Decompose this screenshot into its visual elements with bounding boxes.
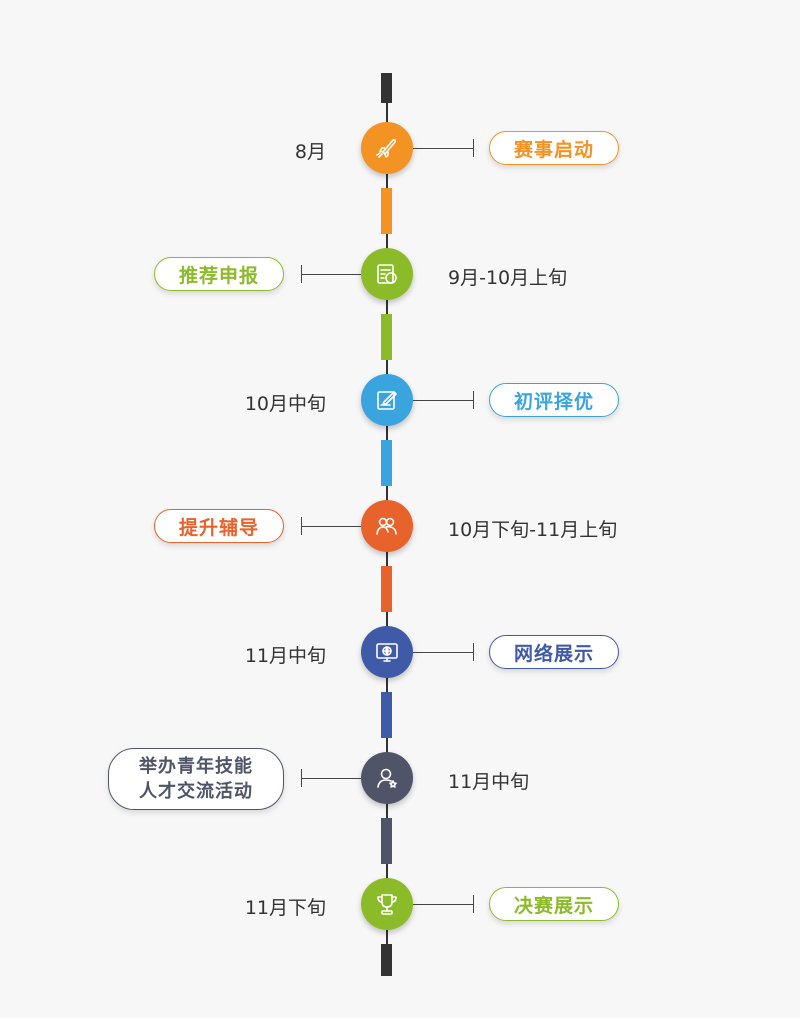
axis-segment-4 (381, 566, 392, 612)
axis-segment-6 (381, 818, 392, 864)
axis-segment-1 (381, 188, 392, 234)
step-date-7: 11月下旬 (244, 897, 326, 919)
step-label-5: 网络展示 (489, 635, 619, 669)
axis-segment-2 (381, 314, 392, 360)
connector-line-5 (413, 652, 473, 653)
connector-tick-6 (301, 769, 302, 787)
step-node-1 (361, 122, 413, 174)
step-date-3: 10月中旬 (244, 393, 326, 415)
connector-tick-5 (473, 643, 474, 661)
step-date-6: 11月中旬 (448, 771, 530, 793)
step-label-2: 推荐申报 (154, 257, 284, 291)
connector-tick-7 (473, 895, 474, 913)
rocket-icon (376, 138, 397, 158)
connector-line-7 (413, 904, 473, 905)
step-node-6 (361, 752, 413, 804)
edit-icon (377, 391, 397, 410)
step-date-2: 9月-10月上旬 (448, 267, 568, 289)
step-node-4 (361, 500, 413, 552)
step-date-4: 10月下旬-11月上旬 (448, 519, 618, 541)
step-label-6: 举办青年技能 人才交流活动 (108, 748, 284, 810)
step-date-1: 8月 (294, 141, 326, 163)
connector-tick-1 (473, 139, 474, 157)
step-node-5 (361, 626, 413, 678)
connector-line-2 (301, 274, 361, 275)
step-node-2 (361, 248, 413, 300)
document-icon (377, 264, 397, 284)
step-date-5: 11月中旬 (244, 645, 326, 667)
step-label-1: 赛事启动 (489, 131, 619, 165)
step-label-3: 初评择优 (489, 383, 619, 417)
axis-segment-3 (381, 440, 392, 486)
axis-cap-bottom (381, 944, 392, 976)
connector-line-4 (301, 526, 361, 527)
step-label-7: 决赛展示 (489, 887, 619, 921)
connector-line-6 (301, 778, 361, 779)
trophy-icon (377, 894, 397, 915)
user-star-icon (377, 768, 397, 788)
group-icon (376, 517, 397, 535)
axis-segment-5 (381, 692, 392, 738)
step-label-4: 提升辅导 (154, 509, 284, 543)
connector-tick-2 (301, 265, 302, 283)
step-label-6-line-1: 举办青年技能 (139, 756, 253, 777)
connector-tick-4 (301, 517, 302, 535)
step-node-7 (361, 878, 413, 930)
monitor-globe-icon (376, 643, 398, 662)
step-node-3 (361, 374, 413, 426)
connector-line-1 (413, 148, 473, 149)
connector-line-3 (413, 400, 473, 401)
axis-cap-top (381, 73, 392, 103)
step-label-6-line-2: 人才交流活动 (139, 781, 253, 802)
connector-tick-3 (473, 391, 474, 409)
